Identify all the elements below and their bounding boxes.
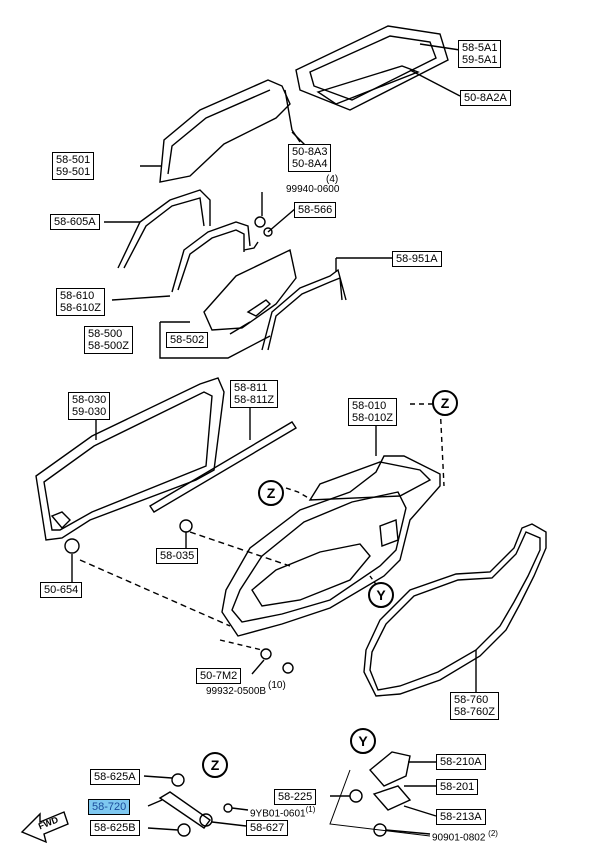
weatherstrip [261, 268, 347, 351]
window-channel [117, 189, 211, 269]
part-label-58-605a[interactable]: 58-605A [50, 214, 100, 230]
part-label-50-654[interactable]: 50-654 [40, 582, 83, 598]
part-label-58-035[interactable]: 58-035 [156, 548, 199, 564]
reference-marker-y: Y [350, 728, 376, 754]
part-label-50-8a2a[interactable]: 50-8A2A [460, 90, 511, 106]
door-shell [221, 455, 441, 637]
part-number-90901-0802: 90901-0802 (2) [432, 829, 498, 844]
reference-marker-z: Z [202, 752, 228, 778]
belt-molding [149, 421, 297, 513]
part-label-58-951a[interactable]: 58-951A [392, 251, 442, 267]
part-label-58-213a[interactable]: 58-213A [436, 809, 486, 825]
part-label-58-625a[interactable]: 58-625A [90, 769, 140, 785]
glass-run [171, 221, 251, 293]
door-trim-panel [35, 377, 225, 541]
reference-marker-y: Y [368, 582, 394, 608]
reference-marker-z: Z [258, 480, 284, 506]
roof-side-panel [159, 79, 291, 183]
part-label-58-225[interactable]: 58-225 [274, 789, 317, 805]
part-label-58-201[interactable]: 58-201 [436, 779, 479, 795]
part-label-58-210a[interactable]: 58-210A [436, 754, 486, 770]
quantity-4: (4) [326, 174, 339, 185]
roof-panel [295, 25, 449, 111]
door-weatherstrip [363, 523, 547, 697]
quantity-10: (10) [268, 680, 286, 691]
check-link [158, 791, 211, 829]
reference-marker-z: Z [432, 390, 458, 416]
part-label-50-7m2[interactable]: 50-7M2 [196, 668, 242, 684]
part-label-58-502[interactable]: 58-502 [166, 332, 209, 348]
striker [368, 751, 411, 787]
part-label-58-625b[interactable]: 58-625B [90, 820, 140, 836]
part-label-58-720[interactable]: 58-720 [88, 799, 131, 815]
striker-plate [372, 785, 412, 811]
fwd-arrow [20, 811, 69, 844]
part-number-9yb01-0601: 9YB01-0601(1) [250, 805, 316, 820]
part-label-58-566[interactable]: 58-566 [294, 202, 337, 218]
roof-seal [316, 65, 420, 105]
part-number-99932-0500b: 99932-0500B [206, 686, 267, 697]
part-number-99940-0600: 99940-0600 [286, 184, 340, 195]
part-label-58-627[interactable]: 58-627 [246, 820, 289, 836]
door-glass [203, 248, 297, 331]
